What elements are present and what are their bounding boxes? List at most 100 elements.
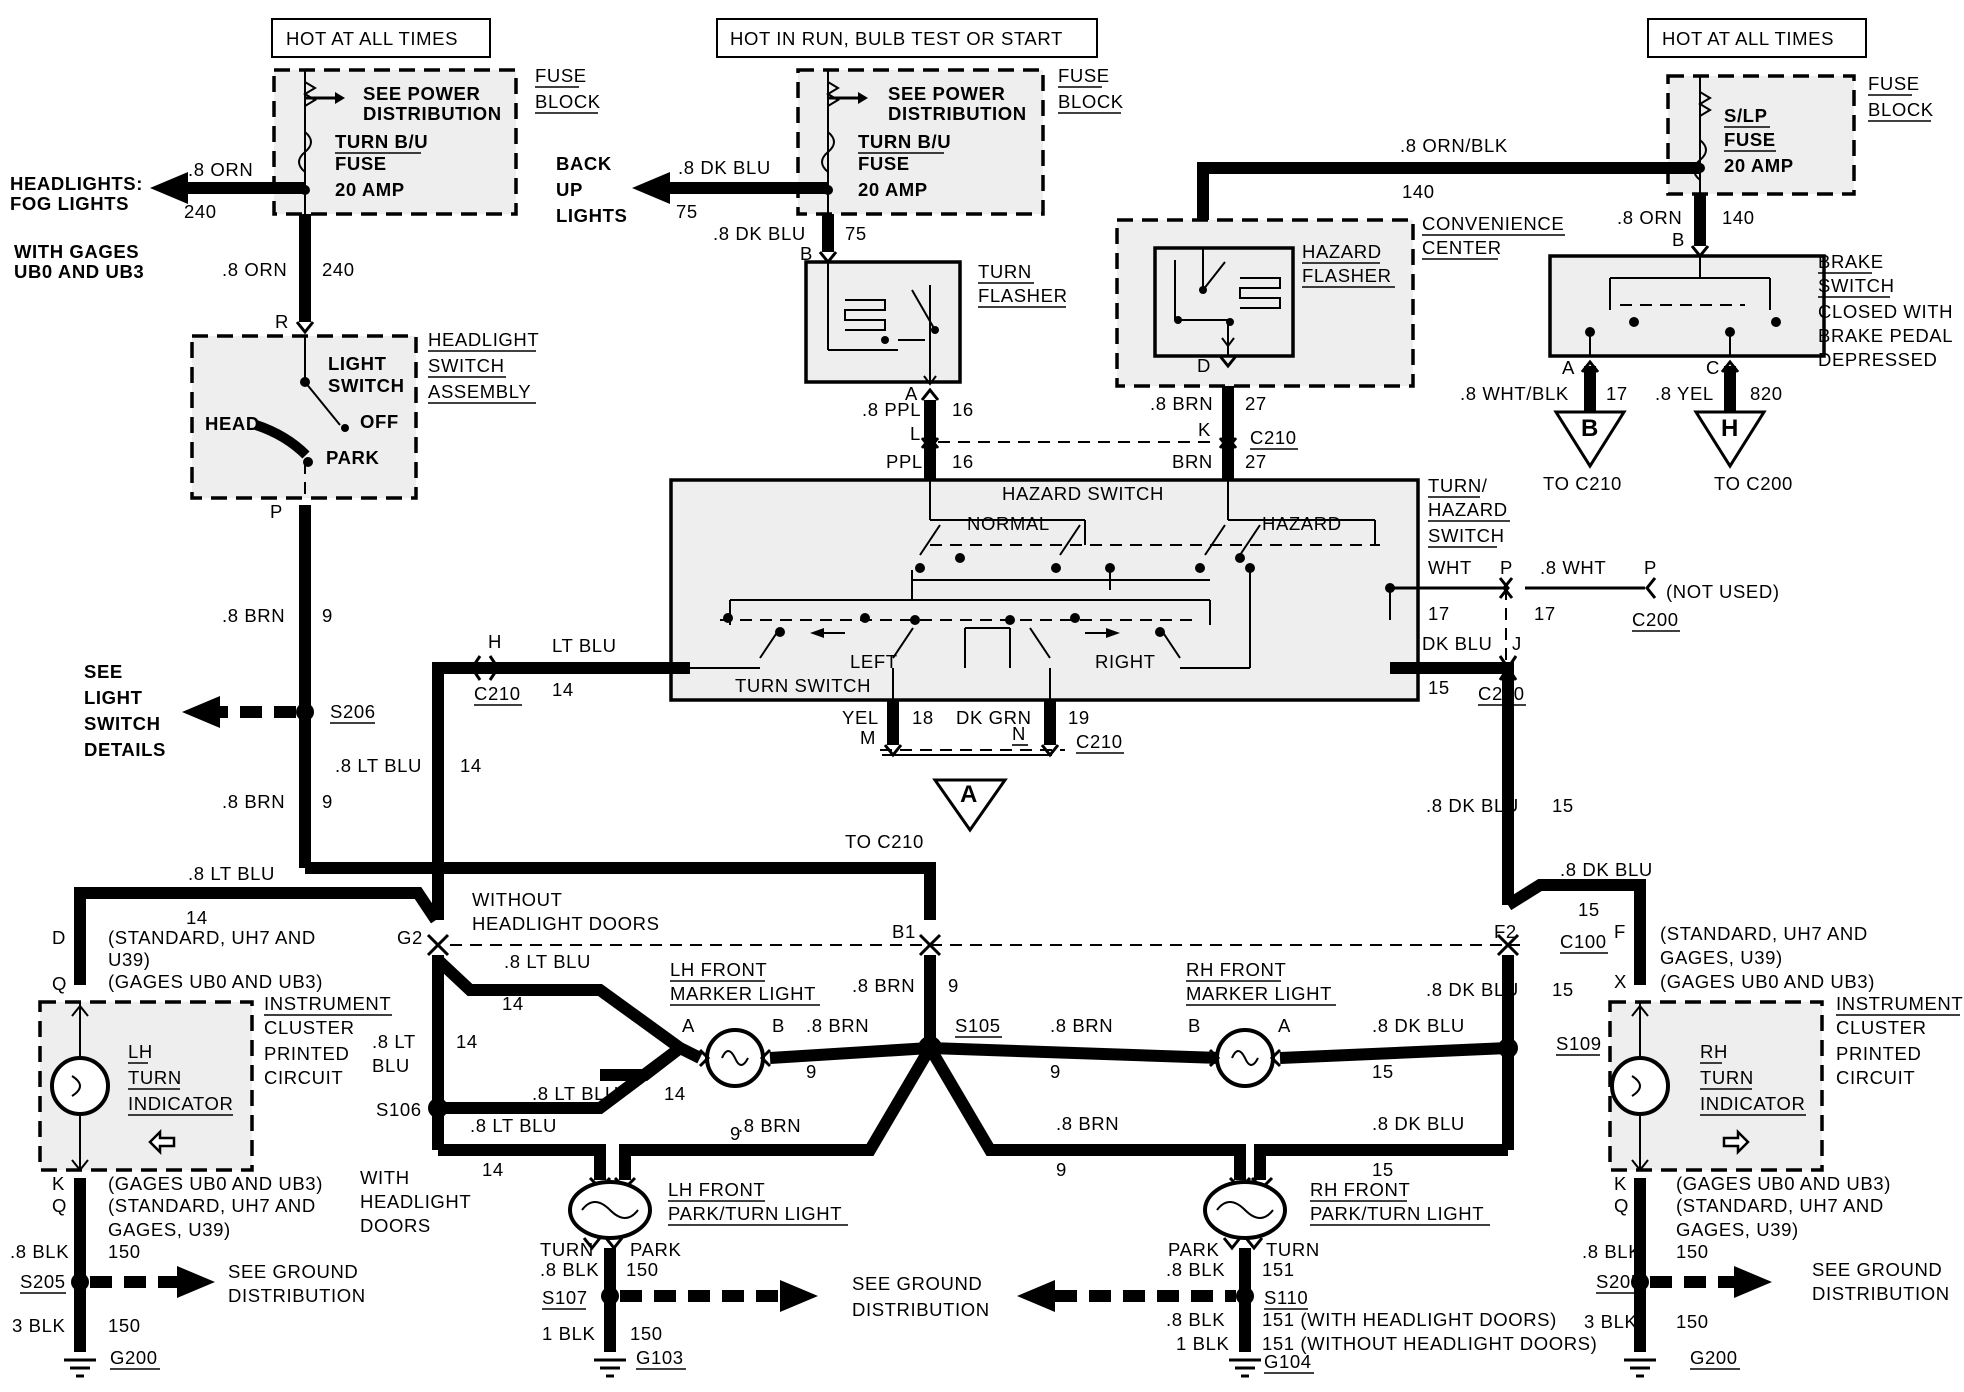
lh-instr-3: PRINTED bbox=[264, 1043, 349, 1064]
circuit-9-rhm: 9 bbox=[1050, 1061, 1061, 1082]
left-label: LEFT bbox=[850, 651, 898, 672]
turn-flasher-label-2: FLASHER bbox=[978, 285, 1068, 306]
fuse2-line2: DISTRIBUTION bbox=[888, 103, 1027, 124]
wire-dkblu-rhm: .8 DK BLU bbox=[1372, 1015, 1465, 1036]
light-switch-2: SWITCH bbox=[328, 375, 405, 396]
std-rh-3: (GAGES UB0 AND UB3) bbox=[1660, 971, 1875, 992]
wire-wht-blk: .8 WHT/BLK bbox=[1460, 383, 1569, 404]
fuse-block-label-1a: FUSE bbox=[535, 65, 587, 86]
pin-n: N bbox=[1012, 723, 1026, 744]
circuit-14-short: 14 bbox=[456, 1031, 478, 1052]
wire-brn-lpark: .8 BRN bbox=[738, 1115, 801, 1136]
circuit-17-b: 17 bbox=[1534, 603, 1556, 624]
ltblu-label: LT BLU bbox=[552, 635, 617, 656]
connector-h-symbol: H bbox=[1721, 415, 1739, 442]
without-doors-1: WITHOUT bbox=[472, 889, 563, 910]
circuit-75-a: 75 bbox=[676, 201, 698, 222]
see-ground-r-1: SEE GROUND bbox=[1812, 1259, 1942, 1280]
fuse2-line1: SEE POWER bbox=[888, 83, 1005, 104]
circuit-14-switch: 14 bbox=[552, 679, 574, 700]
flasher-pin-a: A bbox=[905, 383, 918, 404]
turn-flasher bbox=[804, 260, 962, 386]
brake-switch bbox=[1548, 254, 1826, 358]
headlight-switch-label-1: HEADLIGHT bbox=[428, 329, 539, 350]
gages-l-1: (GAGES UB0 AND UB3) bbox=[108, 1173, 323, 1194]
lh-park-turn-light bbox=[568, 1176, 652, 1251]
light-switch-1: LIGHT bbox=[328, 353, 387, 374]
circuit-151-with: 151 (WITH HEADLIGHT DOORS) bbox=[1262, 1309, 1557, 1330]
circuit-150-r2: 150 bbox=[1676, 1311, 1709, 1332]
lh-pin-q: Q bbox=[52, 1195, 67, 1216]
circuit-19: 19 bbox=[1068, 707, 1090, 728]
circuit-151-without: 151 (WITHOUT HEADLIGHT DOORS) bbox=[1262, 1333, 1597, 1354]
fuse1-line3: TURN B/U bbox=[335, 131, 428, 152]
pin-f2: F2 bbox=[1494, 921, 1517, 942]
wire-brn-rpark: .8 BRN bbox=[1056, 1113, 1119, 1134]
rh-park-2: PARK/TURN LIGHT bbox=[1310, 1203, 1484, 1224]
std-lh-1: (STANDARD, UH7 AND bbox=[108, 927, 316, 948]
lh-turn-3: INDICATOR bbox=[128, 1093, 233, 1114]
circuit-820: 820 bbox=[1750, 383, 1783, 404]
circuit-15-mid: 15 bbox=[1552, 979, 1574, 1000]
backup-3: LIGHTS bbox=[556, 205, 627, 226]
lh-marker-pin-a: A bbox=[682, 1015, 695, 1036]
std-lh-2: U39) bbox=[108, 949, 151, 970]
fuse1-line1: SEE POWER bbox=[363, 83, 480, 104]
rh-marker-bulb bbox=[1208, 1028, 1282, 1088]
splice-s206: S206 bbox=[330, 701, 376, 722]
circuit-14-a: 14 bbox=[460, 755, 482, 776]
normal-label: NORMAL bbox=[967, 513, 1050, 534]
wire-ltblu-s106: .8 LT BLU bbox=[532, 1083, 619, 1104]
circuit-240-a: 240 bbox=[184, 201, 217, 222]
ppl-label: PPL bbox=[886, 451, 923, 472]
hot-at-all-times-label-right: HOT AT ALL TIMES bbox=[1662, 28, 1834, 49]
wire-yel: .8 YEL bbox=[1655, 383, 1714, 404]
backup-1: BACK bbox=[556, 153, 612, 174]
splice-s107: S107 bbox=[542, 1287, 588, 1308]
circuit-9-rpark: 9 bbox=[1056, 1159, 1067, 1180]
lh-marker-1: LH FRONT bbox=[670, 959, 767, 980]
ground-symbol-g103 bbox=[594, 1358, 626, 1378]
wire-1blk-rp: 1 BLK bbox=[1176, 1333, 1229, 1354]
wht-label: WHT bbox=[1428, 557, 1472, 578]
see-ground-l-1: SEE GROUND bbox=[228, 1261, 358, 1282]
hazard-switch-label: HAZARD SWITCH bbox=[1002, 483, 1164, 504]
wire-dkblu-flasher: .8 DK BLU bbox=[713, 223, 806, 244]
fuse2-line4: FUSE bbox=[858, 153, 910, 174]
see-ground-c-2: DISTRIBUTION bbox=[852, 1299, 990, 1320]
wire-brn-hazard: .8 BRN bbox=[1150, 393, 1213, 414]
brake-switch-label-1: BRAKE bbox=[1818, 251, 1884, 272]
circuit-151: 151 bbox=[1262, 1259, 1295, 1280]
circuit-17-a: 17 bbox=[1428, 603, 1450, 624]
fuse2-line5: 20 AMP bbox=[858, 179, 928, 200]
wire-brn-rhm: .8 BRN bbox=[1050, 1015, 1113, 1036]
wire-brn-mid: .8 BRN bbox=[852, 975, 915, 996]
lh-instr-4: CIRCUIT bbox=[264, 1067, 343, 1088]
circuit-9-lpark: 9 bbox=[730, 1123, 741, 1144]
circuit-14-ind: 14 bbox=[186, 907, 208, 928]
hazard-label: HAZARD bbox=[1262, 513, 1342, 534]
fuse3-line2: FUSE bbox=[1724, 129, 1776, 150]
fuse-block-label-2a: FUSE bbox=[1058, 65, 1110, 86]
rh-instr-3: PRINTED bbox=[1836, 1043, 1921, 1064]
hot-in-run-label: HOT IN RUN, BULB TEST OR START bbox=[730, 28, 1063, 49]
gages-l-2: (STANDARD, UH7 AND bbox=[108, 1195, 316, 1216]
fuse-block-label-3b: BLOCK bbox=[1868, 99, 1934, 120]
circuit-9-a: 9 bbox=[322, 605, 333, 626]
headlights-label-2: FOG LIGHTS bbox=[10, 193, 129, 214]
headlights-feed: HEADLIGHTS: FOG LIGHTS .8 ORN 240 WITH G… bbox=[10, 159, 305, 282]
with-doors-3: DOORS bbox=[360, 1215, 431, 1236]
hazard-flasher-label-2: FLASHER bbox=[1302, 265, 1392, 286]
fuse-block-right: S/LP FUSE 20 AMP FUSE BLOCK bbox=[1666, 73, 1934, 196]
headlight-switch-label-2: SWITCH bbox=[428, 355, 505, 376]
brake-switch-label-5: DEPRESSED bbox=[1818, 349, 1938, 370]
backup-2: UP bbox=[556, 179, 583, 200]
pin-p-c200: P bbox=[1644, 557, 1657, 578]
fuse1-line5: 20 AMP bbox=[335, 179, 405, 200]
brake-pin-c: C bbox=[1706, 357, 1720, 378]
lh-marker-bulb bbox=[698, 1028, 772, 1088]
power-source-labels: HOT AT ALL TIMES HOT IN RUN, BULB TEST O… bbox=[271, 18, 1867, 58]
circuit-9-b: 9 bbox=[322, 791, 333, 812]
lh-instrument-cluster: LH TURN INDICATOR bbox=[38, 1000, 254, 1172]
pin-f: F bbox=[1614, 921, 1626, 942]
